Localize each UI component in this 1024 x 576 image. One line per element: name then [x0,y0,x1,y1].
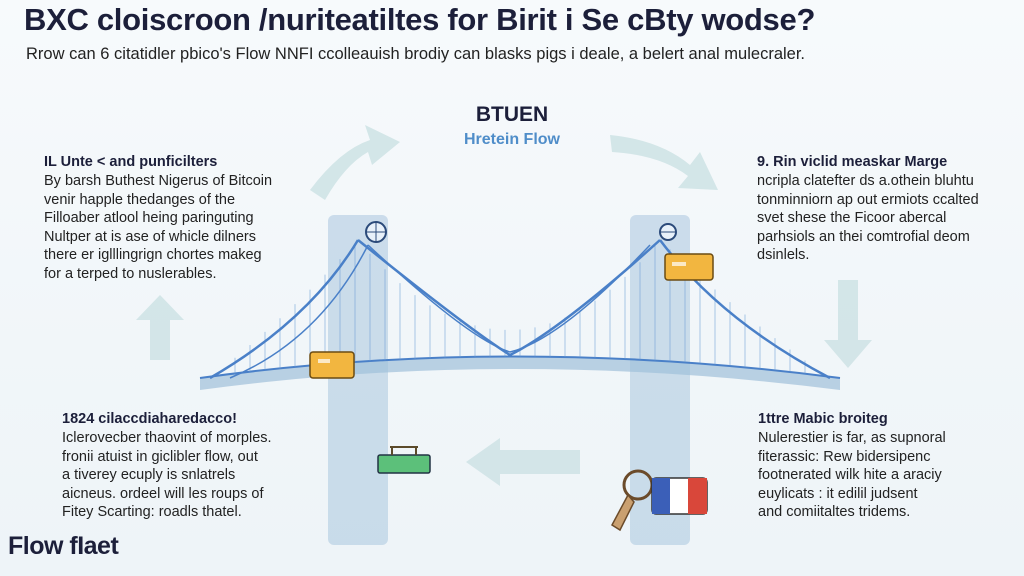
block-line: and comiitaltes tridems. [758,504,911,521]
block-line: venir happle thedanges of the [44,191,236,208]
arrow-right-down-icon [824,280,872,368]
arrow-bottom-left-icon [466,438,580,486]
page-subtitle: Rrow can 6 citatidler pbico's Flow NNFI … [26,45,806,63]
globe-icon-right [659,223,677,241]
block-heading: 1824 cilaccdiaharedacco! [62,411,237,427]
bridge-deck [200,356,840,390]
globe-icon-left [365,221,387,243]
bridge-tower-right [630,215,690,545]
chip-icon-right [664,253,714,281]
block-line: aicneus. ordeel will les roups of [62,485,264,502]
info-block-bottom-right: 1ttre Mabic broiteg Nulerestier is far, … [758,411,946,522]
arrow-top-right-icon [610,135,718,190]
footer-logo: Flow fIaet [8,532,119,560]
bridge-cables [209,239,831,380]
block-line: Fitey Scarting: roadls thatel. [62,504,242,521]
lock-icon [651,477,708,515]
info-block-top-left: IL Unte < and punficilters By barsh Buth… [44,154,272,284]
block-line: euylicats : it edilil judsent [758,485,918,502]
chip-icon-green [377,446,431,474]
arrow-left-up-icon [136,295,184,360]
block-line: there er iglllingrign chortes makeg [44,247,262,264]
block-line: By barsh Buthest Nigerus of Bitcoin [44,173,273,189]
block-line: a tiverey ecuply is snlatrels [62,467,236,484]
chip-icon-left [309,351,355,379]
arrow-top-left-icon [310,125,400,200]
block-line: svet shese the Ficoor abercal [757,210,947,227]
center-subtitle: Hretein Flow [463,131,560,148]
block-line: Iclerovecber thaovint of morples. [62,430,272,446]
block-line: Filloaber atlool heing paringuting [44,210,254,227]
page-title: BXC cloiscroon /nuriteatiltes for Birit … [24,2,816,37]
block-line: footnerated wilk hite a araciy [758,467,942,484]
center-title: BTUEN [475,103,549,126]
block-heading: 9. Rin viclid measkar Marge [757,154,948,170]
block-line: dsinlels. [757,247,810,264]
block-line: ncripla clatefter ds a.othein bluhtu [757,173,974,189]
block-heading: IL Unte < and punficilters [44,154,218,170]
block-line: Nultper at is ase of whicle dilners [44,228,256,245]
block-line: fiterassic: Rew bidersipenc [758,448,931,465]
block-line: tonminniorn ap out ermiots ccalted [757,191,979,208]
info-block-top-right: 9. Rin viclid measkar Marge ncripla clat… [757,154,979,265]
bridge-tower-left [328,215,388,545]
block-line: for a terped to nuslerables. [44,265,217,282]
block-line: parhsiols an thei comtrofial deom [757,228,970,245]
block-line: Nulerestier is far, as supnoral [758,430,946,446]
block-heading: 1ttre Mabic broiteg [758,411,888,427]
info-block-bottom-left: 1824 cilaccdiaharedacco! Iclerovecber th… [62,411,272,522]
block-line: fronii atuist in giclibler flow, out [62,448,258,465]
